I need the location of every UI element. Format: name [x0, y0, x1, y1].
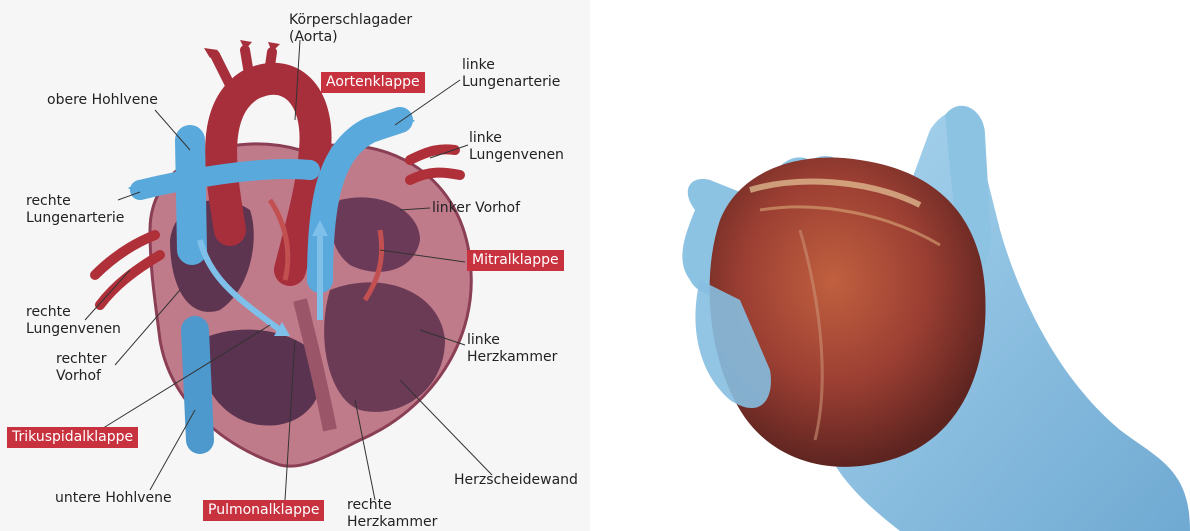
label-rechte-lungenvenen: rechte Lungenvenen [26, 304, 121, 338]
heart-diagram-panel: Körperschlagader (Aorta) Aortenklappe li… [0, 0, 590, 531]
label-aortenklappe: Aortenklappe [321, 72, 425, 93]
label-linke-herzkammer: linke Herzkammer [467, 332, 557, 366]
label-linke-lungenarterie: linke Lungenarterie [462, 57, 560, 91]
gloved-hand-heart-photo [600, 0, 1190, 531]
label-mitralklappe: Mitralklappe [467, 250, 564, 271]
gloved-hand-photo-panel [600, 0, 1190, 531]
label-obere-hohlvene: obere Hohlvene [47, 92, 158, 109]
label-linke-lungenvenen: linke Lungenvenen [469, 130, 564, 164]
label-rechte-lungenarterie: rechte Lungenarterie [26, 193, 124, 227]
lower-vena-cava-shape [195, 330, 200, 440]
label-rechter-vorhof: rechter Vorhof [56, 351, 107, 385]
label-rechte-herzkammer: rechte Herzkammer [347, 497, 437, 531]
label-trikuspidalklappe: Trikuspidalklappe [7, 427, 138, 448]
label-pulmonalklappe: Pulmonalklappe [203, 500, 324, 521]
label-aorta: Körperschlagader (Aorta) [289, 12, 412, 46]
heart-organ-shape [710, 158, 986, 467]
label-linker-vorhof: linker Vorhof [432, 200, 520, 217]
label-herzscheidewand: Herzscheidewand [454, 472, 578, 489]
label-untere-hohlvene: untere Hohlvene [55, 490, 172, 507]
upper-vena-cava-shape [190, 140, 192, 250]
